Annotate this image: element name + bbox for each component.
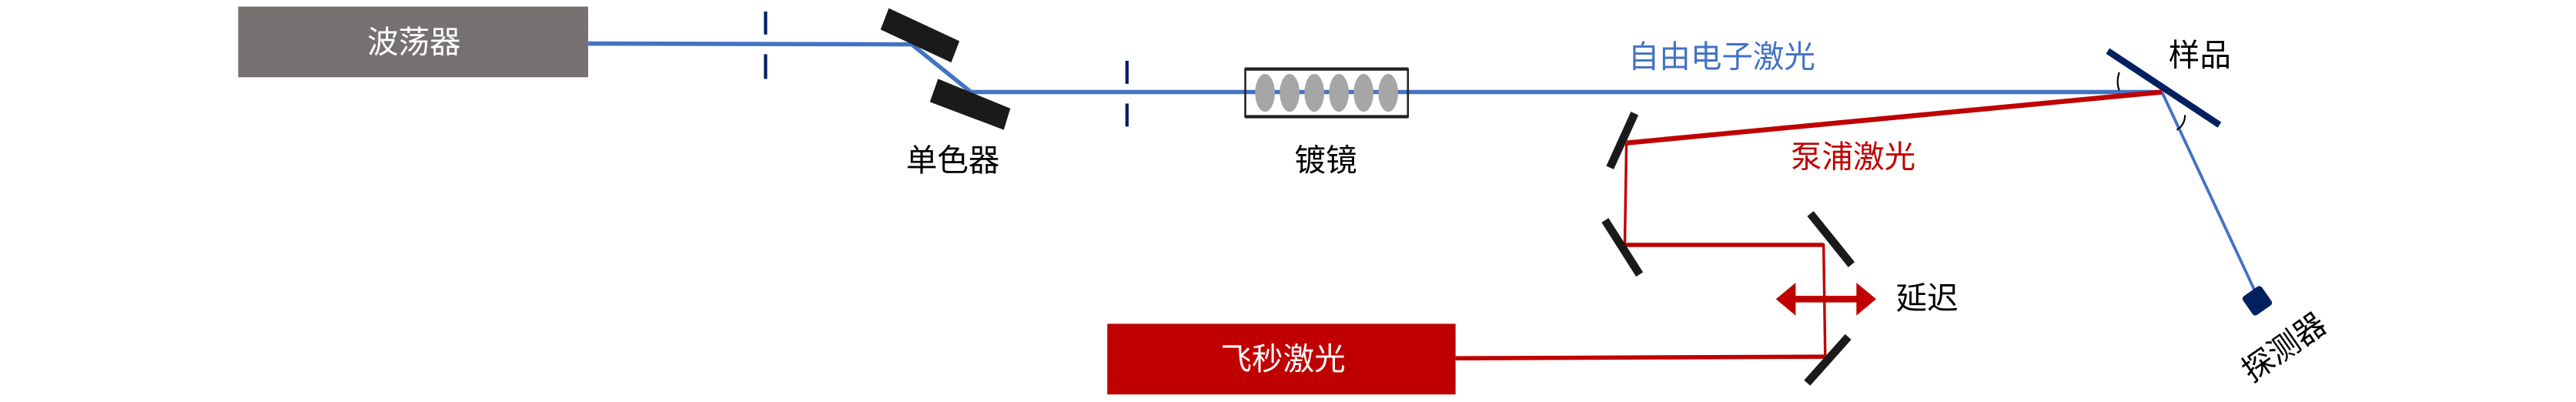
coated-mirror-label: 镀镜 [1295, 142, 1357, 179]
fel-label: 自由电子激光 [1628, 38, 1815, 75]
monochromator-label: 单色器 [906, 142, 1000, 179]
monochromator-mirror-lower [929, 79, 1011, 130]
incidence-angle-arc [2116, 72, 2120, 91]
fel-reflected-beam [2160, 91, 2257, 293]
monochromator-mirror-upper [880, 8, 960, 63]
pump-label: 泵浦激光 [1791, 139, 1915, 176]
detector [2242, 286, 2273, 316]
undulator: 波荡器 [238, 6, 588, 78]
coated-mirror [1244, 67, 1410, 119]
reflection-angle-arc [2176, 115, 2186, 131]
femtosecond-laser-label: 飞秒激光 [1221, 340, 1346, 377]
fel-beam [587, 41, 2163, 95]
undulator-label: 波荡器 [367, 23, 461, 60]
sample-plate [2106, 48, 2222, 128]
pump-beam-to-sample [1626, 89, 2163, 146]
femtosecond-laser: 飞秒激光 [1107, 323, 1456, 395]
pump-beam-input [1455, 354, 1825, 361]
delay-double-arrow-icon [1775, 283, 1876, 316]
detector-label: 探测器 [2235, 306, 2333, 390]
sample-label: 样品 [2169, 36, 2231, 73]
delay-mirror-upper [1807, 211, 1855, 267]
delay-label: 延迟 [1896, 280, 1959, 317]
pump-mirror-2 [1601, 218, 1644, 277]
delay-mirror-lower [1804, 333, 1852, 386]
pump-mirror-1 [1606, 112, 1639, 169]
